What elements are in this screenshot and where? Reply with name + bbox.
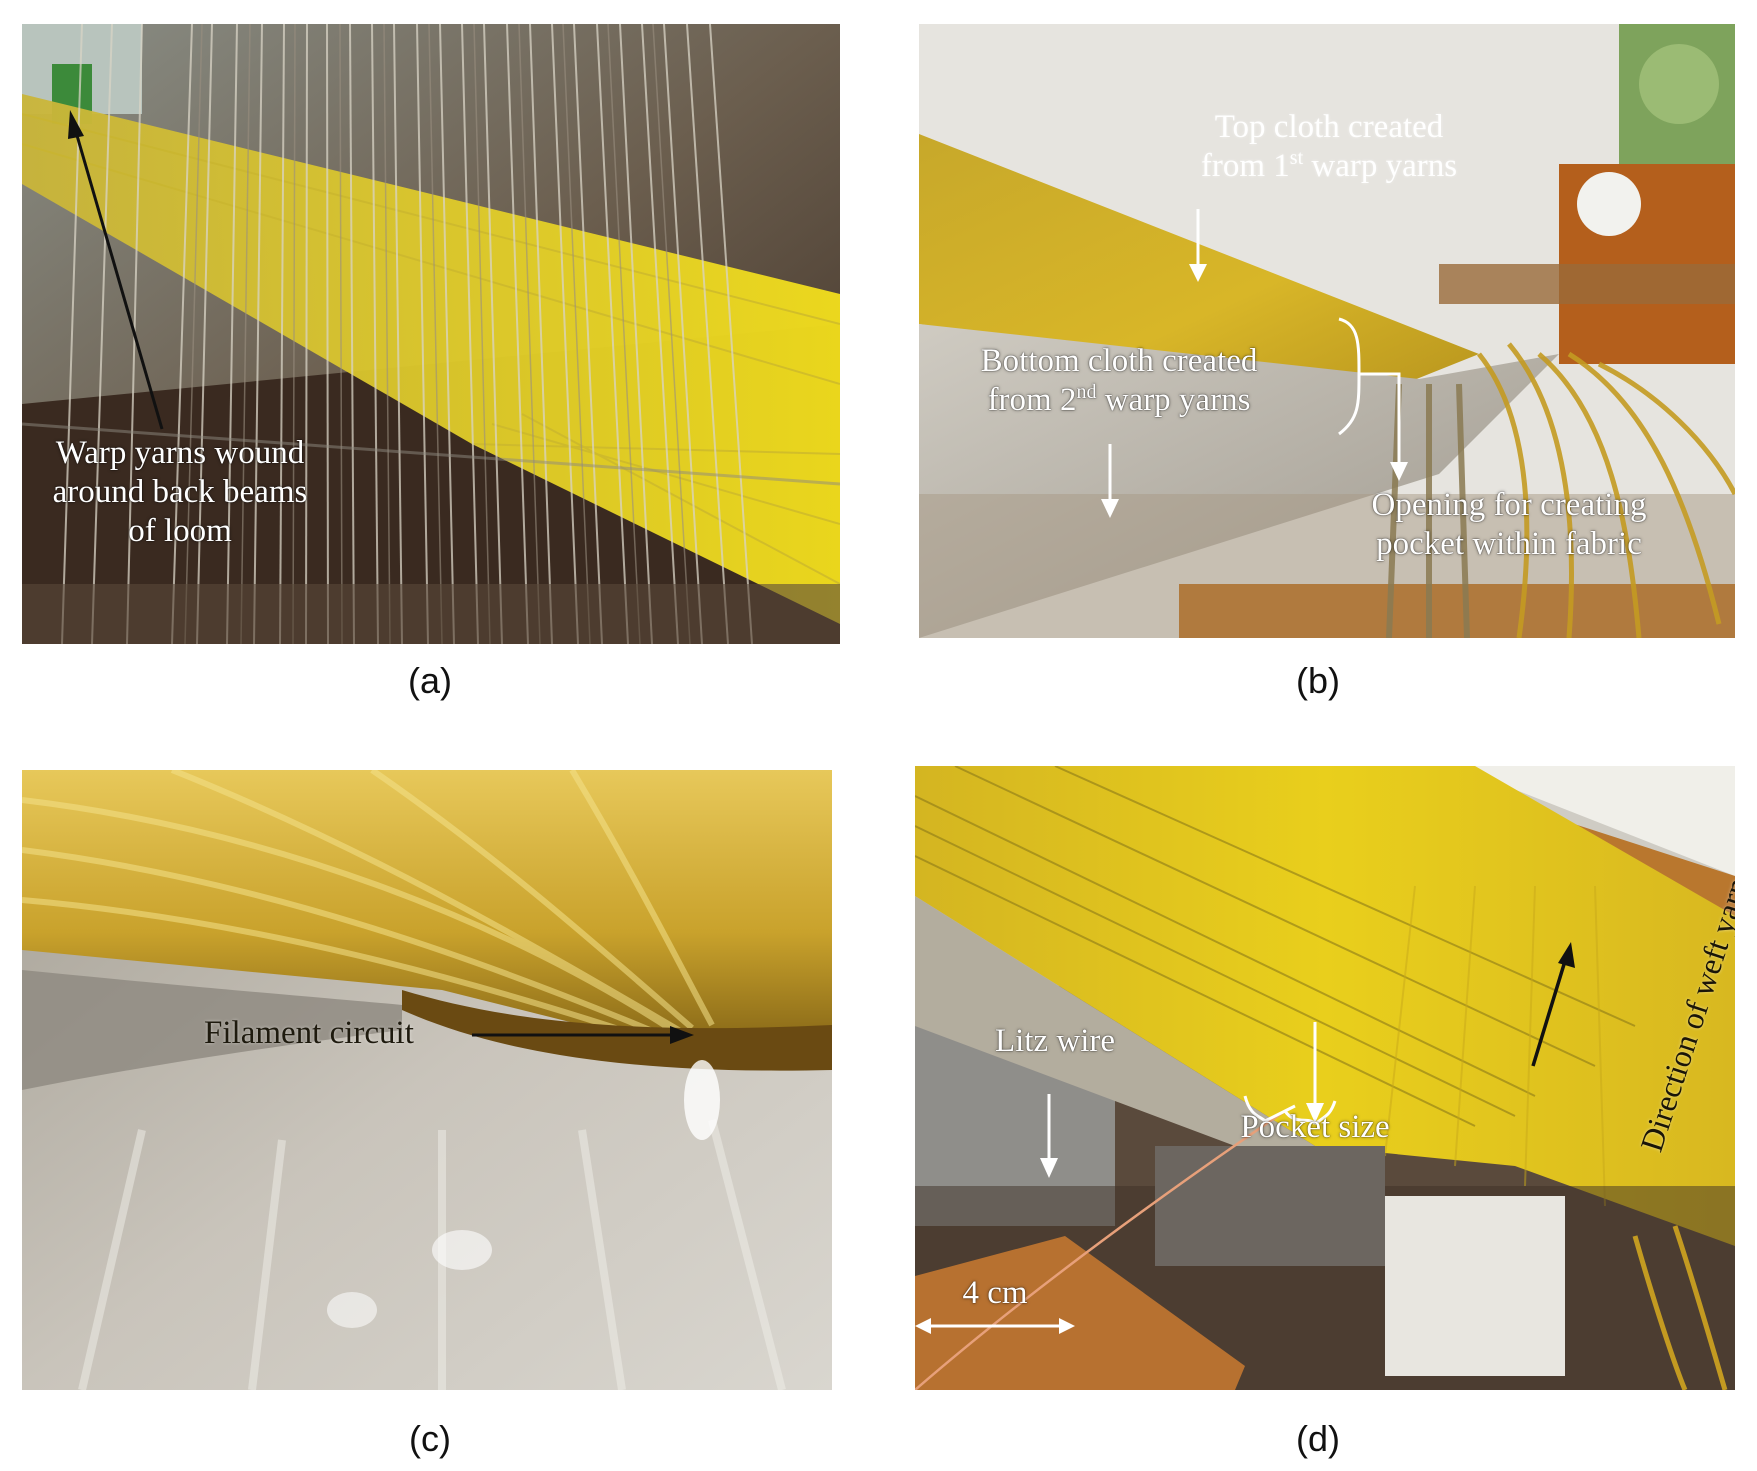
photo-panel-d: Litz wire Pocket size 4 cm Direction of … [915,766,1735,1390]
top-cloth-label: Top cloth created from 1st warp yarns [1129,108,1529,186]
filament-circuit-label: Filament circuit [204,1015,414,1051]
bottom-cloth-sup: nd [1076,380,1097,403]
litz-wire-label: Litz wire [994,1023,1116,1059]
loom-warp-photo [22,24,840,644]
photo-panel-a: Warp yarns wound around back beams of lo… [22,24,840,644]
top-cloth-line2: from 1st warp yarns [1129,147,1529,186]
caption-b: (b) [1296,660,1340,701]
bottom-cloth-line2: from 2nd warp yarns [929,381,1309,420]
bottom-cloth-post: warp yarns [1096,381,1251,418]
filament-circuit-photo [22,770,832,1390]
opening-label: Opening for creating pocket within fabri… [1371,487,1647,562]
arrow-to-filament [472,1026,694,1044]
pocket-opening-photo [919,24,1735,638]
caption-d: (d) [1296,1418,1340,1459]
bottom-cloth-label: Bottom cloth created from 2nd warp yarns [929,342,1309,420]
scale-label: 4 cm [962,1275,1028,1311]
photo-panel-c: Filament circuit [22,770,832,1390]
photo-panel-b: Top cloth created from 1st warp yarns Bo… [919,24,1735,638]
litz-wire-pocket-photo [915,766,1735,1390]
panel-b-arrows [1101,209,1408,518]
top-cloth-sup: st [1289,146,1304,169]
top-cloth-pre: from 1 [1200,147,1290,184]
top-cloth-post: warp yarns [1303,147,1458,184]
arrow-to-back-beam [68,110,164,430]
bottom-cloth-pre: from 2 [987,381,1077,418]
warp-yarns-label: Warp yarns wound around back beams of lo… [52,435,308,549]
caption-a: (a) [408,660,452,701]
caption-c: (c) [409,1418,451,1459]
pocket-size-label: Pocket size [1240,1109,1390,1145]
panel-d-arrows [915,942,1575,1334]
top-cloth-line1: Top cloth created [1214,109,1444,145]
bottom-cloth-line1: Bottom cloth created [980,343,1258,379]
